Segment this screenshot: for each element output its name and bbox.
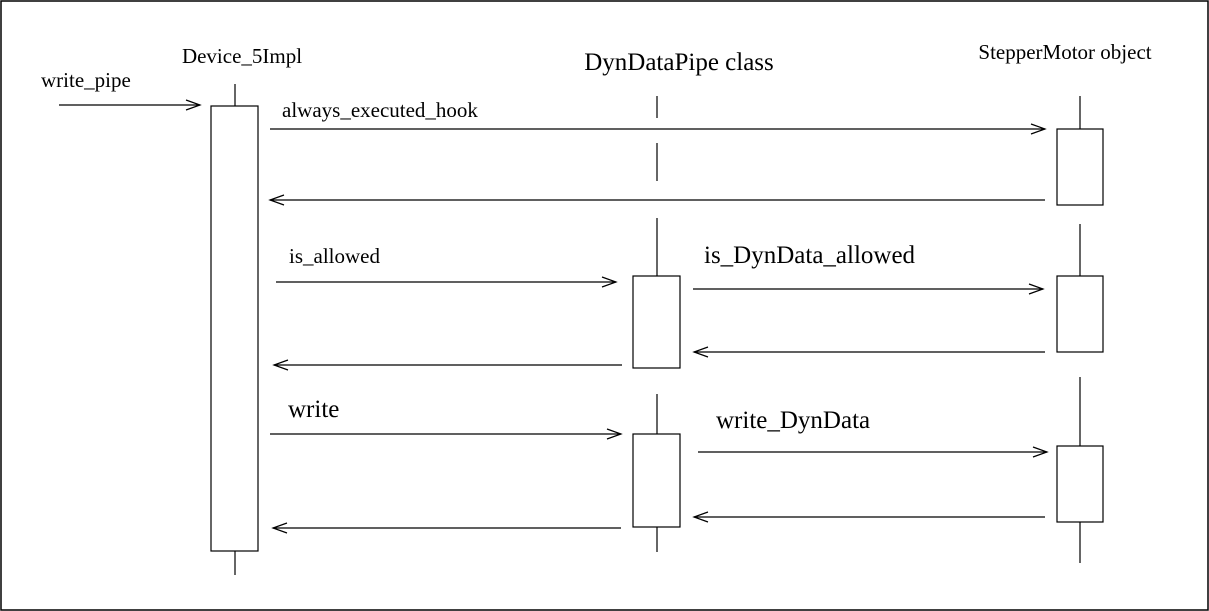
label-always-executed-hook: always_executed_hook	[282, 98, 478, 122]
return-is-allowed	[272, 359, 622, 371]
message-is-dyndata-allowed	[693, 283, 1045, 295]
message-is-allowed	[276, 276, 618, 288]
return-write	[271, 522, 621, 534]
message-write	[270, 428, 623, 440]
message-write-pipe	[59, 99, 202, 111]
return-write-dyndata	[692, 511, 1045, 523]
participant-device-title: Device_5Impl	[182, 44, 302, 68]
participant-motor-title: StepperMotor object	[978, 40, 1151, 64]
message-write-dyndata	[698, 446, 1049, 458]
message-always-executed-hook	[270, 123, 1047, 135]
activation-pipe-allowed	[632, 275, 681, 369]
participant-pipe-title: DynDataPipe class	[584, 49, 774, 76]
activation-motor-write	[1056, 445, 1104, 523]
label-is-allowed: is_allowed	[289, 244, 380, 268]
label-is-dyndata-allowed: is_DynData_allowed	[704, 242, 916, 269]
activation-motor-hook	[1056, 128, 1104, 206]
activation-pipe-write	[632, 433, 681, 528]
activation-motor-allowed	[1056, 275, 1104, 353]
activation-device	[210, 105, 259, 552]
return-always-executed-hook	[268, 194, 1045, 206]
label-write-pipe: write_pipe	[41, 68, 131, 92]
return-is-dyndata-allowed	[692, 346, 1045, 358]
label-write: write	[288, 396, 339, 423]
label-write-dyndata: write_DynData	[716, 407, 870, 434]
